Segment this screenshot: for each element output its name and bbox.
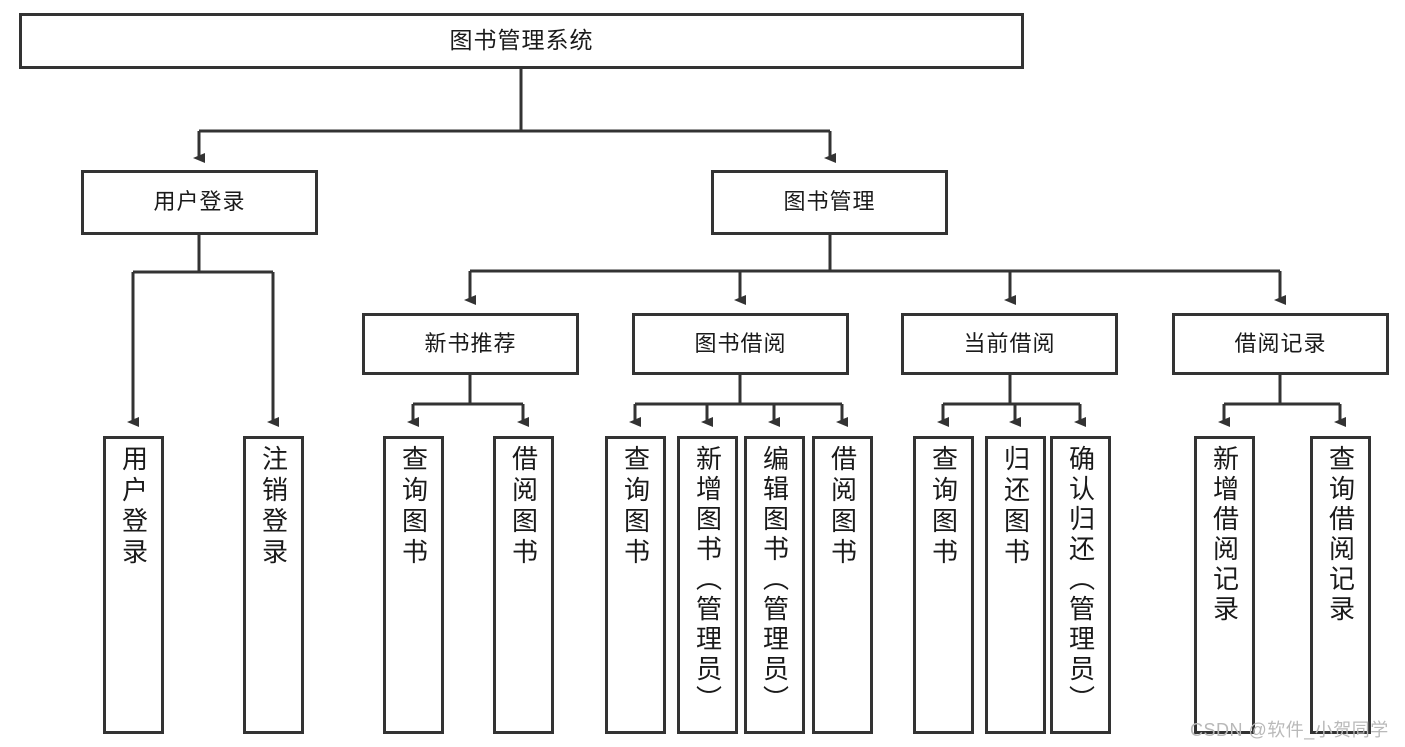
node-borrow-record-label: 借阅记录 — [1234, 330, 1327, 356]
node-book-management[interactable]: 图书管理 — [711, 170, 948, 235]
leaf-bookborrow-query-book[interactable]: 查询图书 — [605, 436, 666, 734]
node-new-book-recommend[interactable]: 新书推荐 — [362, 313, 579, 375]
node-root[interactable]: 图书管理系统 — [19, 13, 1024, 69]
leaf-currentborrow-query-book-label: 查询图书 — [928, 445, 959, 569]
node-user-login[interactable]: 用户登录 — [81, 170, 318, 235]
leaf-currentborrow-confirm-return[interactable]: 确认归还（管理员） — [1050, 436, 1111, 734]
watermark-text: CSDN @软件_小贺同学 — [1190, 720, 1389, 740]
node-book-borrow[interactable]: 图书借阅 — [632, 313, 849, 375]
node-current-borrow-label: 当前借阅 — [963, 330, 1056, 356]
leaf-bookborrow-edit-book[interactable]: 编辑图书（管理员） — [744, 436, 805, 734]
leaf-currentborrow-return-book-label: 归还图书 — [1000, 445, 1031, 569]
leaf-logout-label: 注销登录 — [258, 445, 289, 569]
leaf-user-login-label: 用户登录 — [118, 445, 149, 569]
leaf-borrowrecord-query-record-label: 查询借阅记录 — [1325, 445, 1356, 625]
node-borrow-record[interactable]: 借阅记录 — [1172, 313, 1389, 375]
leaf-newbook-query-book[interactable]: 查询图书 — [383, 436, 444, 734]
leaf-currentborrow-query-book[interactable]: 查询图书 — [913, 436, 974, 734]
leaf-borrowrecord-add-record[interactable]: 新增借阅记录 — [1194, 436, 1255, 734]
leaf-logout[interactable]: 注销登录 — [243, 436, 304, 734]
node-user-login-label: 用户登录 — [153, 189, 246, 215]
node-current-borrow[interactable]: 当前借阅 — [901, 313, 1118, 375]
node-new-book-recommend-label: 新书推荐 — [424, 330, 517, 356]
node-root-label: 图书管理系统 — [449, 27, 594, 54]
node-book-borrow-label: 图书借阅 — [694, 330, 787, 356]
leaf-bookborrow-borrow-book[interactable]: 借阅图书 — [812, 436, 873, 734]
leaf-currentborrow-return-book[interactable]: 归还图书 — [985, 436, 1046, 734]
leaf-bookborrow-edit-book-label: 编辑图书（管理员） — [759, 445, 790, 715]
leaf-newbook-borrow-book-label: 借阅图书 — [508, 445, 539, 569]
node-book-management-label: 图书管理 — [783, 189, 876, 215]
leaf-bookborrow-add-book[interactable]: 新增图书（管理员） — [677, 436, 738, 734]
leaf-bookborrow-query-book-label: 查询图书 — [620, 445, 651, 569]
leaf-borrowrecord-query-record[interactable]: 查询借阅记录 — [1310, 436, 1371, 734]
leaf-borrowrecord-add-record-label: 新增借阅记录 — [1209, 445, 1240, 625]
leaf-currentborrow-confirm-return-label: 确认归还（管理员） — [1065, 445, 1096, 715]
leaf-bookborrow-borrow-book-label: 借阅图书 — [827, 445, 858, 569]
leaf-newbook-borrow-book[interactable]: 借阅图书 — [493, 436, 554, 734]
leaf-user-login[interactable]: 用户登录 — [103, 436, 164, 734]
leaf-newbook-query-book-label: 查询图书 — [398, 445, 429, 569]
leaf-bookborrow-add-book-label: 新增图书（管理员） — [692, 445, 723, 715]
